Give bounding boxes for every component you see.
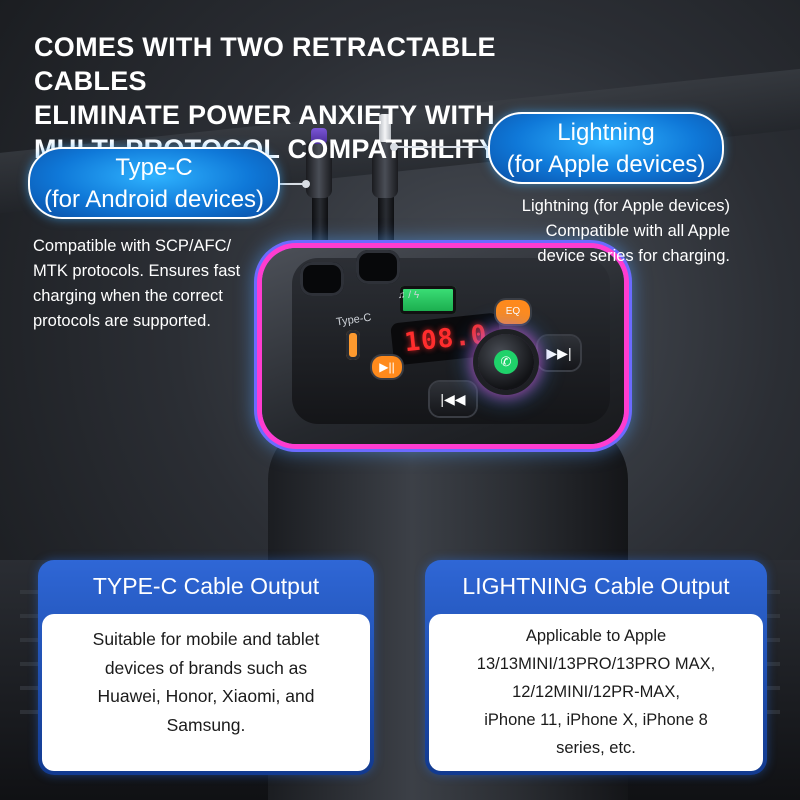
usb-a-port bbox=[400, 286, 456, 314]
lightning-description: Lightning (for Apple devices) Compatible… bbox=[440, 194, 730, 269]
card-line: devices of brands such as bbox=[104, 657, 308, 678]
typec-description: Compatible with SCP/AFC/ MTK protocols. … bbox=[33, 234, 273, 334]
lightning-callout-subtitle: (for Apple devices) bbox=[506, 151, 706, 178]
typec-callout-subtitle: (for Android devices) bbox=[43, 186, 265, 213]
lightning-connector-line bbox=[394, 146, 488, 148]
card-line: 13/13MINI/13PRO/13PRO MAX, bbox=[476, 655, 716, 673]
typec-plug-tip bbox=[311, 128, 327, 144]
call-knob: ✆ bbox=[478, 334, 534, 390]
description-line: protocols are supported. bbox=[33, 312, 211, 330]
cable-slot-typec bbox=[300, 262, 344, 296]
description-line: Compatible with all Apple bbox=[545, 222, 730, 240]
description-line: charging when the correct bbox=[33, 287, 223, 305]
description-line: Compatible with SCP/AFC/ bbox=[33, 237, 232, 255]
typec-callout: Type-C (for Android devices) bbox=[28, 147, 280, 219]
description-line: MTK protocols. Ensures fast bbox=[33, 262, 241, 280]
lightning-output-title: LIGHTNING Cable Output bbox=[462, 573, 730, 599]
headline-line: ELIMINATE POWER ANXIETY WITH bbox=[34, 100, 495, 130]
card-line: iPhone 11, iPhone X, iPhone 8 bbox=[484, 711, 708, 729]
phone-call-icon: ✆ bbox=[494, 350, 518, 374]
typec-connector-line bbox=[280, 180, 310, 188]
card-line: series, etc. bbox=[556, 739, 636, 757]
lightning-output-card: LIGHTNING Cable Output Applicable to App… bbox=[425, 560, 767, 775]
typec-output-body: Suitable for mobile and tablet devices o… bbox=[42, 614, 370, 771]
typec-plug bbox=[306, 128, 332, 198]
headline-line: COMES WITH TWO RETRACTABLE CABLES bbox=[34, 32, 496, 96]
typec-output-title: TYPE-C Cable Output bbox=[92, 573, 320, 599]
lightning-output-body: Applicable to Apple 13/13MINI/13PRO/13PR… bbox=[429, 614, 763, 771]
next-track-button: ▶▶| bbox=[538, 336, 580, 370]
card-line: Suitable for mobile and tablet bbox=[92, 629, 320, 649]
description-line: Lightning (for Apple devices) bbox=[521, 197, 730, 215]
play-pause-button: ▶|| bbox=[372, 356, 402, 378]
cable-slot-lightning bbox=[356, 250, 400, 284]
typec-port bbox=[346, 330, 360, 360]
usb-port-label: ♫ / ϟ bbox=[398, 290, 420, 301]
lightning-callout: Lightning (for Apple devices) bbox=[488, 112, 724, 184]
card-line: Samsung. bbox=[166, 714, 246, 735]
typec-output-card: TYPE-C Cable Output Suitable for mobile … bbox=[38, 560, 374, 775]
typec-callout-title: Type-C bbox=[115, 154, 193, 181]
lightning-callout-title: Lightning bbox=[557, 119, 655, 146]
card-line: Huawei, Honor, Xiaomi, and bbox=[97, 686, 315, 706]
description-line: device series for charging. bbox=[537, 247, 730, 265]
card-line: 12/12MINI/12PR-MAX, bbox=[512, 683, 680, 701]
eq-button: EQ bbox=[496, 300, 530, 324]
previous-track-button: |◀◀ bbox=[430, 382, 476, 416]
card-line: Applicable to Apple bbox=[525, 627, 667, 645]
lightning-plug-tip bbox=[379, 114, 391, 142]
